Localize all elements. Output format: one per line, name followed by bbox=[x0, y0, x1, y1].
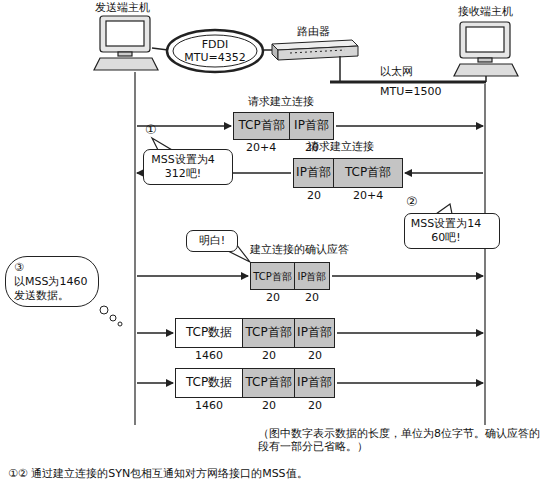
receiver-computer bbox=[454, 22, 518, 76]
node-text: IP首部 bbox=[297, 326, 332, 339]
node-text: TCP首部 bbox=[245, 376, 291, 389]
node-text: TCP首部 bbox=[238, 119, 284, 132]
length-label: 20+4 bbox=[353, 190, 383, 203]
node-text: IP首部 bbox=[294, 119, 329, 132]
text-label: 接收端主机 bbox=[458, 6, 513, 19]
header-segment: TCP首部 bbox=[250, 262, 295, 290]
node-text: MSS设置为4312吧! bbox=[149, 153, 217, 181]
sender-computer bbox=[94, 16, 158, 70]
packet-arrow bbox=[337, 382, 483, 384]
length-label: 20 bbox=[308, 350, 322, 363]
speech-callout: 明白! bbox=[186, 230, 238, 252]
header-segment: IP首部 bbox=[289, 112, 334, 140]
link bbox=[485, 76, 487, 82]
node-text: FDDI MTU=4352 bbox=[184, 38, 246, 64]
length-label: 20 bbox=[266, 292, 280, 305]
packet-arrow bbox=[337, 332, 483, 334]
length-label: 20+4 bbox=[246, 142, 276, 155]
node-text: TCP数据 bbox=[186, 326, 232, 339]
node-text: TCP数据 bbox=[186, 376, 232, 389]
fddi-ring: FDDI MTU=4352 bbox=[165, 28, 265, 74]
node-text: TCP首部 bbox=[345, 166, 391, 179]
node-text: 明白! bbox=[192, 234, 232, 248]
speech-callout: MSS设置为1460吧! bbox=[404, 213, 500, 249]
node-text: MSS设置为1460吧! bbox=[410, 217, 482, 245]
link bbox=[264, 49, 272, 51]
data-segment: TCP数据 bbox=[175, 318, 243, 348]
ring-text-box: FDDI MTU=4352 bbox=[184, 38, 246, 64]
node-text: IP首部 bbox=[298, 271, 327, 282]
callout-number: ② bbox=[406, 195, 418, 210]
header-segment: TCP首部 bbox=[242, 318, 295, 348]
text-label: 请求建立连接 bbox=[308, 141, 374, 154]
link bbox=[152, 48, 168, 50]
callout-number: ① bbox=[145, 123, 157, 138]
text-label: 以太网 bbox=[380, 66, 413, 79]
text-label: 发送端主机 bbox=[95, 2, 150, 15]
packet-arrow bbox=[137, 382, 173, 384]
node-text: IP首部 bbox=[297, 376, 332, 389]
text-label: 建立连接的确认应答 bbox=[250, 244, 349, 257]
length-label: 20 bbox=[262, 400, 276, 413]
header-segment: TCP首部 bbox=[233, 112, 290, 140]
thought-dot bbox=[118, 322, 122, 326]
thought-callout: ③以MSS为1460发送数据。 bbox=[5, 256, 99, 307]
thought-dot bbox=[110, 315, 116, 321]
length-label: 20 bbox=[307, 190, 321, 203]
packet-arrow bbox=[405, 172, 483, 174]
length-label: 20 bbox=[262, 350, 276, 363]
node-text: 以MSS为1460发送数据。 bbox=[14, 275, 92, 303]
timeline bbox=[484, 84, 485, 425]
header-segment: IP首部 bbox=[294, 368, 335, 398]
timeline bbox=[134, 72, 135, 425]
node-text: TCP首部 bbox=[253, 271, 292, 282]
header-segment: TCP首部 bbox=[333, 158, 403, 188]
text-label: 请求建立连接 bbox=[248, 96, 314, 109]
node-text: TCP首部 bbox=[245, 326, 291, 339]
text-label: MTU=1500 bbox=[380, 86, 441, 99]
header-segment: TCP首部 bbox=[242, 368, 295, 398]
data-segment: TCP数据 bbox=[175, 368, 243, 398]
length-label: 1460 bbox=[195, 400, 223, 413]
callout-number: ③ bbox=[14, 261, 92, 275]
speech-callout: MSS设置为4312吧! bbox=[143, 149, 233, 185]
text-label: 路由器 bbox=[297, 26, 330, 39]
note-text: （图中数字表示数据的长度，单位为8位字节。确认应答的段有一部分已省略。） bbox=[258, 428, 544, 453]
link bbox=[339, 56, 341, 82]
router bbox=[272, 40, 358, 60]
caption: ①② 通过建立连接的SYN包相互通知对方网络接口的MSS值。 bbox=[8, 468, 308, 481]
thought-dot bbox=[100, 306, 108, 314]
header-segment: IP首部 bbox=[294, 262, 330, 290]
header-segment: IP首部 bbox=[293, 158, 334, 188]
length-label: 1460 bbox=[195, 350, 223, 363]
packet-arrow bbox=[332, 275, 483, 277]
length-label: 20 bbox=[305, 292, 319, 305]
ethernet-bus bbox=[330, 81, 486, 84]
packet-arrow bbox=[336, 125, 483, 127]
node-text: IP首部 bbox=[296, 166, 331, 179]
packet-arrow bbox=[137, 332, 173, 334]
length-label: 20 bbox=[308, 400, 322, 413]
header-segment: IP首部 bbox=[294, 318, 335, 348]
packet-arrow bbox=[137, 275, 248, 277]
